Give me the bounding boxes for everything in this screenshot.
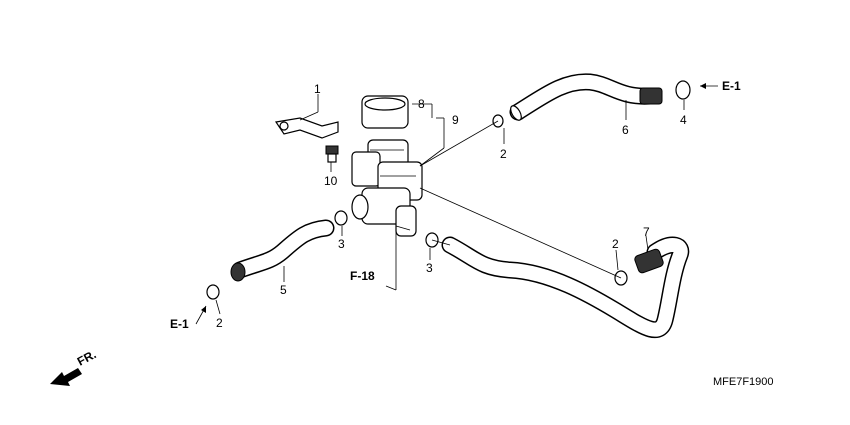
callout-3-left: 3	[338, 237, 345, 251]
leader-lines	[215, 94, 685, 315]
callout-7: 7	[643, 225, 650, 239]
callout-3-mid: 3	[426, 261, 433, 275]
part-code: MFE7F1900	[713, 376, 774, 388]
front-label: FR.	[75, 347, 99, 368]
hose-7	[441, 236, 690, 339]
arrow-front-icon	[50, 368, 82, 386]
clip-4	[675, 80, 691, 100]
callout-8: 8	[418, 97, 425, 111]
hose-6	[509, 73, 663, 121]
callout-9: 9	[452, 113, 459, 127]
bolt-10	[325, 145, 339, 163]
callout-1: 1	[314, 82, 321, 96]
callout-6: 6	[622, 123, 629, 137]
clip-3-left	[334, 210, 348, 226]
callout-4: 4	[680, 113, 687, 127]
clip-2-lower-left	[206, 284, 220, 300]
hose-5	[230, 219, 335, 282]
ref-e1-top: E-1	[722, 79, 741, 93]
callout-5: 5	[280, 283, 287, 297]
callout-10: 10	[324, 174, 338, 188]
arrow-e1-top	[700, 83, 718, 89]
bracket-1	[274, 117, 339, 139]
air-injection-valve	[351, 139, 423, 237]
callout-2-lower-left: 2	[216, 316, 223, 330]
ref-f18: F-18	[350, 269, 375, 283]
ref-e1-bottom: E-1	[170, 317, 189, 331]
arrow-e1-bottom	[195, 305, 207, 325]
clamp-8	[361, 95, 409, 129]
callout-2-upper: 2	[500, 147, 507, 161]
callout-2-lower-right: 2	[612, 237, 619, 251]
